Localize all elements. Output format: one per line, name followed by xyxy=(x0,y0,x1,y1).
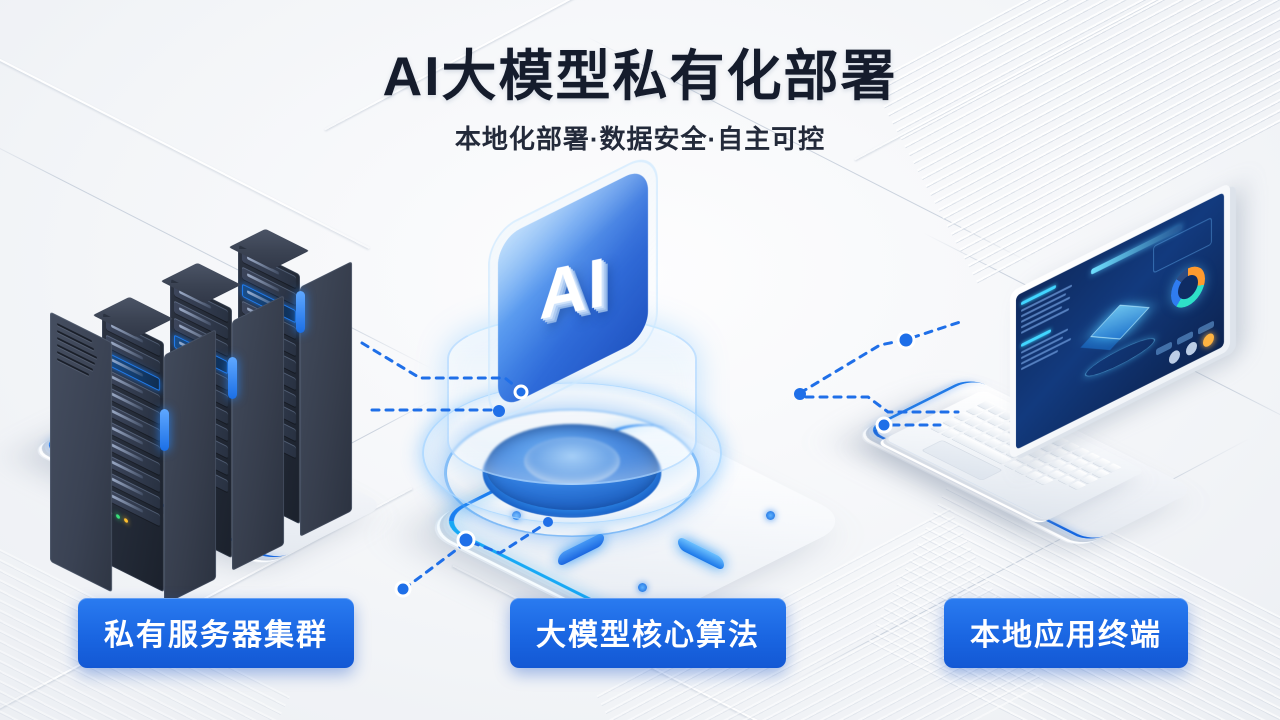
ai-badge-label: AI xyxy=(539,241,607,335)
page-title: AI大模型私有化部署 xyxy=(382,45,898,107)
label-core-model-algorithm-text: 大模型核心算法 xyxy=(536,619,760,652)
dashboard-sidebar xyxy=(1021,273,1079,380)
label-private-server-cluster[interactable]: 私有服务器集群 xyxy=(78,598,354,668)
header-block: AI大模型私有化部署 本地化部署·数据安全·自主可控 xyxy=(0,45,1280,156)
label-private-server-cluster-text: 私有服务器集群 xyxy=(104,619,328,652)
server-rack-cluster xyxy=(0,0,470,620)
page-subtitle: 本地化部署·数据安全·自主可控 xyxy=(454,123,826,154)
hologram-base-ring xyxy=(1084,332,1155,383)
label-local-application-terminal[interactable]: 本地应用终端 xyxy=(944,598,1188,668)
glass-ring xyxy=(422,382,722,524)
label-local-application-terminal-text: 本地应用终端 xyxy=(970,619,1162,652)
dashboard-gauge xyxy=(1171,259,1206,315)
dashboard-panel xyxy=(1153,216,1212,274)
label-core-model-algorithm[interactable]: 大模型核心算法 xyxy=(510,598,786,668)
ai-core-pedestal: AI xyxy=(422,165,855,628)
server-racks xyxy=(50,215,440,605)
server-side-vent-panel xyxy=(50,311,112,593)
laptop-terminal xyxy=(863,182,1240,565)
hologram-cube-icon xyxy=(1090,305,1150,340)
